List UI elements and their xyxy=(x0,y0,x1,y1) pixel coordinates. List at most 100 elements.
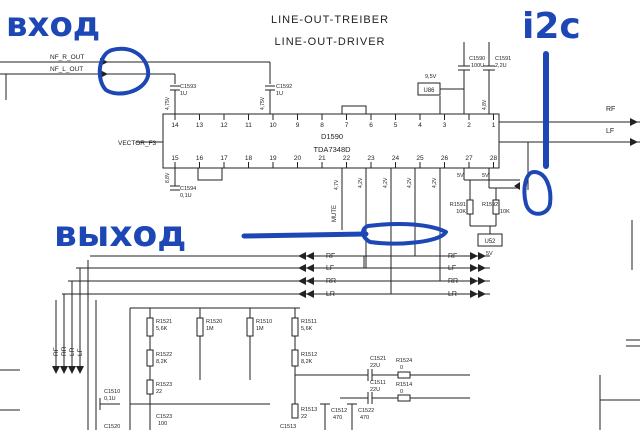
v88-label: 8,8V xyxy=(165,172,171,183)
bus-left-label: RF xyxy=(326,253,335,260)
out-rf: RF xyxy=(606,106,615,113)
ic-pin-top: 5 xyxy=(394,122,398,129)
c1520-ref: C1520 xyxy=(104,424,120,430)
left-signal-label: LR xyxy=(69,347,76,356)
ic-pin-top: 13 xyxy=(196,122,204,129)
c1591-ref: C1591 xyxy=(495,56,511,62)
ic-pin-top: 9 xyxy=(296,122,300,129)
bus-right-label: RR xyxy=(448,278,458,285)
c1523-ref: C1523 xyxy=(156,414,172,420)
v42c-label: 4,2V xyxy=(407,177,413,188)
supply-caps: C1590 100U C1591 2,2U 9,5V U86 4,8V xyxy=(341,42,511,115)
pin7-bridge xyxy=(341,105,367,115)
r1523-val: 22 xyxy=(156,389,162,395)
c1591-val: 2,2U xyxy=(495,63,507,69)
bus-right-label: RF xyxy=(448,253,457,260)
ic-pin-bottom: 25 xyxy=(416,155,424,162)
r1591-val: 10K xyxy=(456,209,466,215)
ic-bottom-nets: C1594 0,1U 8,8V 4,7V MUTE 4,2V 4,2V 4,2V… xyxy=(165,160,529,294)
left-signal-label: RF xyxy=(53,347,60,356)
ic-pin-top: 2 xyxy=(467,122,471,129)
right-outputs: RF LF xyxy=(499,106,640,430)
r1513-ref: R1513 xyxy=(301,407,317,413)
out-lf: LF xyxy=(606,128,614,135)
u86-label: U86 xyxy=(423,88,435,94)
c1511-val: 22U xyxy=(370,387,380,393)
cap-c1592: C1592 1U 4,75V xyxy=(260,84,292,114)
handwritten-annotations: вход выход i2c xyxy=(6,5,581,255)
left-signal-label: LF xyxy=(77,348,84,356)
output-pointer xyxy=(241,231,369,239)
c1523-val: 100 xyxy=(158,421,167,427)
ic-pin-top: 4 xyxy=(418,122,422,129)
ic-part: TDA7348D xyxy=(313,145,351,154)
c1521-ref: C1521 xyxy=(370,356,386,362)
bus-highlight xyxy=(522,170,553,216)
v475b-label: 4,75V xyxy=(260,96,266,110)
bus-right-label: LR xyxy=(448,291,457,298)
ic-pin-bottom: 21 xyxy=(318,155,326,162)
r1510-val: 1M xyxy=(256,326,264,332)
ic-pin-bottom: 17 xyxy=(220,155,228,162)
net-nf-r-out: NF_R_OUT xyxy=(50,54,84,61)
r1592-val: 10K xyxy=(500,209,510,215)
input-nets: NF_R_OUT NF_L_OUT xyxy=(0,54,271,100)
ic-pin-bottom: 24 xyxy=(392,155,400,162)
r1512-val: 8,2K xyxy=(301,359,313,365)
annotation-output: выход xyxy=(54,214,186,255)
net-nf-l-out: NF_L_OUT xyxy=(50,66,83,73)
ic-pin-top: 3 xyxy=(443,122,447,129)
ic-pin-top: 14 xyxy=(171,122,179,129)
r1512-ref: R1512 xyxy=(301,352,317,358)
v95-label: 9,5V xyxy=(425,74,437,80)
v48-label: 4,8V xyxy=(482,99,488,110)
ic-pin-bottom: 16 xyxy=(196,155,204,162)
r1592-ref: R1592 xyxy=(482,202,498,208)
c1592-ref: C1592 xyxy=(276,84,292,90)
ic-pin-bottom: 26 xyxy=(441,155,449,162)
u52-label: U52 xyxy=(484,239,496,245)
ic-pin-top: 1 xyxy=(492,122,496,129)
r1520-ref: R1520 xyxy=(206,319,222,325)
ic-net-label: VECTOR_F3 xyxy=(118,140,157,147)
v42b-label: 4,2V xyxy=(383,177,389,188)
header-title-de: LINE-OUT-TREIBER xyxy=(271,14,389,26)
c1511-ref: C1511 xyxy=(370,380,386,386)
bus-left-label: LF xyxy=(326,265,334,272)
ic-pin-bottom: 20 xyxy=(294,155,302,162)
c1512-ref: C1512 xyxy=(331,408,347,414)
c1521-val: 22U xyxy=(370,363,380,369)
c1592-val: 1U xyxy=(276,91,283,97)
r1524-ref: R1524 xyxy=(396,358,412,364)
ic-pin-bottom: 28 xyxy=(490,155,498,162)
input-circle xyxy=(97,46,151,96)
r1524-val: 0 xyxy=(400,365,403,371)
output-highlight xyxy=(361,222,448,246)
r1591-ref: R1591 xyxy=(450,202,466,208)
ic-pin-top: 12 xyxy=(220,122,228,129)
ic-pin-bottom: 23 xyxy=(367,155,375,162)
r1511-ref: R1511 xyxy=(301,319,317,325)
annotation-input: вход xyxy=(6,5,100,45)
bus-left-label: RR xyxy=(326,278,336,285)
c1522-ref: C1522 xyxy=(358,408,374,414)
r1511-val: 5,6K xyxy=(301,326,313,332)
r1521-val: 5,6K xyxy=(156,326,168,332)
cap-c1593: C1593 1U 4,75V xyxy=(165,84,196,114)
ic-pin-bottom: 19 xyxy=(269,155,277,162)
bus-left-label: LR xyxy=(326,291,335,298)
r1520-val: 1M xyxy=(206,326,214,332)
ic-pin-bottom: 27 xyxy=(465,155,473,162)
c1593-ref: C1593 xyxy=(180,84,196,90)
ic-pin-bottom: 15 xyxy=(171,155,179,162)
c1513-ref: C1513 xyxy=(280,424,296,430)
ic-ref: D1590 xyxy=(321,132,343,141)
v42d-label: 4,2V xyxy=(432,177,438,188)
r1514-val: 0 xyxy=(400,389,403,395)
r1513-val: 22 xyxy=(301,414,307,420)
c1593-val: 1U xyxy=(180,91,187,97)
ic-body xyxy=(162,113,500,169)
